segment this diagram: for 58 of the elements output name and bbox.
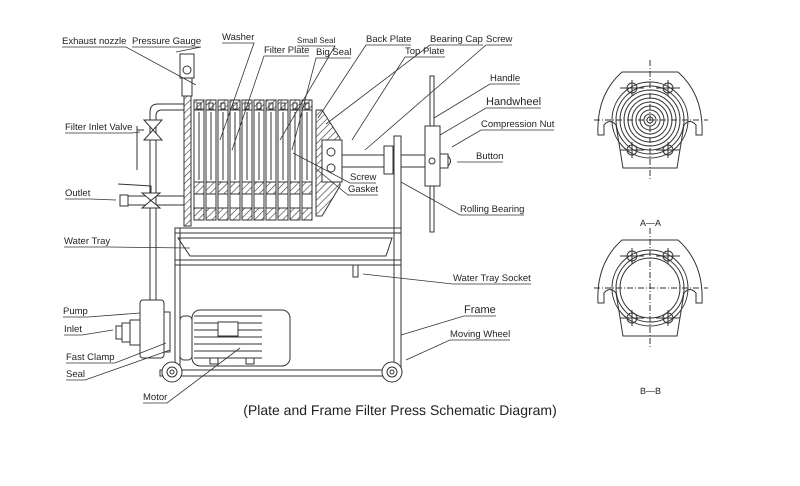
callout-label: Gasket bbox=[348, 184, 378, 195]
callout-label: Back Plate bbox=[366, 34, 412, 45]
callout-label: Frame bbox=[464, 305, 496, 316]
callout-label: Button bbox=[476, 151, 504, 162]
callout-label: Pressure Gauge bbox=[132, 36, 202, 47]
callout-label: Handle bbox=[490, 73, 520, 84]
section-label: B—B bbox=[640, 386, 662, 396]
leader-line bbox=[232, 56, 310, 150]
leader-line bbox=[400, 316, 496, 336]
leader-line bbox=[66, 350, 170, 380]
callout-label: Moving Wheel bbox=[450, 329, 510, 340]
callout-label: Handwheel bbox=[486, 97, 542, 108]
leader-line bbox=[132, 46, 202, 52]
leader-line bbox=[326, 44, 484, 124]
caption: (Plate and Frame Filter Press Schematic Diagram) bbox=[242, 402, 558, 418]
callout-label: Seal bbox=[66, 369, 86, 380]
leader-line bbox=[220, 42, 255, 140]
leader-line bbox=[364, 44, 512, 150]
callout-label: Motor bbox=[143, 392, 168, 403]
leader-line bbox=[64, 246, 190, 248]
leader-line bbox=[434, 84, 520, 118]
section-label: A—A bbox=[640, 218, 662, 228]
leader-line bbox=[318, 44, 412, 118]
leader-line bbox=[64, 198, 116, 200]
leader-line bbox=[362, 274, 532, 284]
callout-label: Filter Plate bbox=[264, 45, 310, 56]
callout-label: Outlet bbox=[65, 188, 90, 199]
leader-line bbox=[292, 152, 376, 184]
callout-label: Washer bbox=[222, 32, 254, 43]
leader-line bbox=[66, 342, 166, 364]
callout-label: Water Tray bbox=[64, 236, 110, 247]
leader-line bbox=[440, 108, 542, 136]
leader-line bbox=[314, 168, 378, 196]
leader-line bbox=[62, 312, 140, 318]
leader-line bbox=[142, 348, 240, 404]
callout-label: Screw bbox=[350, 172, 376, 183]
callout-label: Rolling Bearing bbox=[460, 204, 524, 215]
callout-label: Inlet bbox=[64, 324, 82, 335]
leader-line bbox=[64, 132, 140, 134]
leader-line bbox=[352, 56, 446, 140]
leader-line bbox=[400, 182, 524, 216]
leader-line bbox=[292, 58, 352, 150]
callout-label: Filter Inlet Valve bbox=[65, 122, 132, 133]
leader-line bbox=[280, 46, 336, 140]
leader-line bbox=[406, 340, 510, 360]
callout-label: Fast Clamp bbox=[66, 352, 115, 363]
leader-line bbox=[452, 130, 554, 148]
callout-label: Exhaust nozzle bbox=[62, 36, 126, 47]
callout-label: Water Tray Socket bbox=[453, 273, 531, 284]
leader-line bbox=[64, 330, 114, 336]
callout-label: Compression Nut bbox=[481, 119, 554, 130]
callout-label: Bearing Cap bbox=[430, 34, 483, 45]
callout-label: Small Seal bbox=[297, 35, 336, 46]
callout-label: Pump bbox=[63, 306, 88, 317]
callout-label: Big Seal bbox=[316, 47, 352, 58]
leader-line bbox=[62, 46, 196, 86]
callout-label: Screw bbox=[486, 34, 512, 45]
callout-label: Top Plate bbox=[405, 46, 445, 57]
